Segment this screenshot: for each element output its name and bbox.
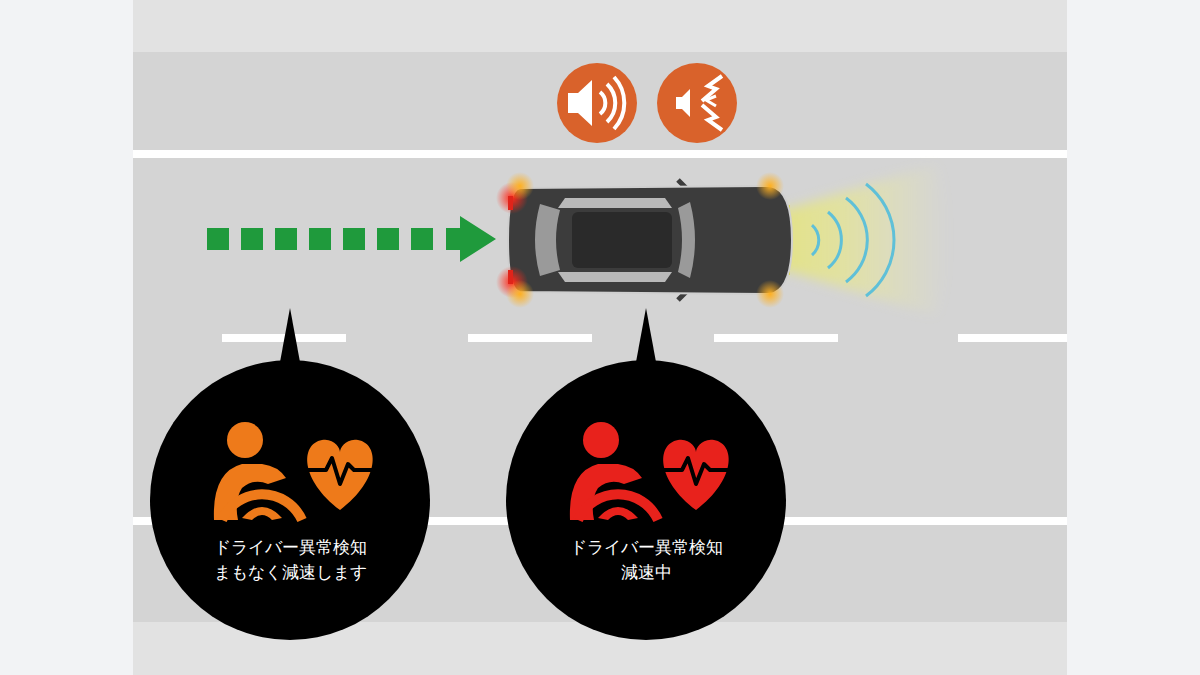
callout-text: 減速中 (506, 560, 786, 584)
road-edge (133, 0, 1067, 52)
callout-circle: ドライバー異常検知まもなく減速します (150, 360, 430, 640)
callout-circle: ドライバー異常検知減速中 (506, 360, 786, 640)
car (496, 172, 792, 308)
driver-alert-icon (506, 360, 786, 640)
radar-waves (812, 184, 894, 296)
callout-text: ドライバー異常検知 (150, 535, 430, 559)
driver-alert-icon (150, 360, 430, 640)
road (133, 0, 1067, 675)
callout-pointer (280, 308, 300, 362)
callout-text: まもなく減速します (150, 560, 430, 584)
callout-text: ドライバー異常検知 (506, 535, 786, 559)
callout-pointer (636, 308, 656, 362)
horn-icon (657, 63, 737, 143)
speaker-icon (557, 63, 637, 143)
motion-arrow (207, 216, 496, 262)
lane-line (133, 150, 1067, 158)
